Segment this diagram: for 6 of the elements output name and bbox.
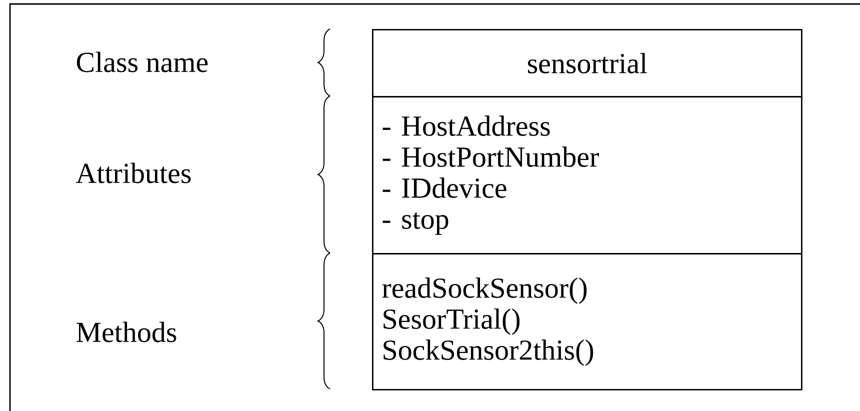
section-label: Class name	[76, 52, 208, 72]
class-name-compartment: sensortrial	[372, 29, 802, 98]
section-label: Methods	[76, 322, 176, 342]
attributes-compartment: - HostAddress - HostPortNumber - IDdevice - stop	[372, 96, 802, 254]
methods-compartment: readSockSensor() SesorTrial() SockSensor2this()	[372, 253, 802, 390]
section-label: Attributes	[76, 162, 191, 184]
